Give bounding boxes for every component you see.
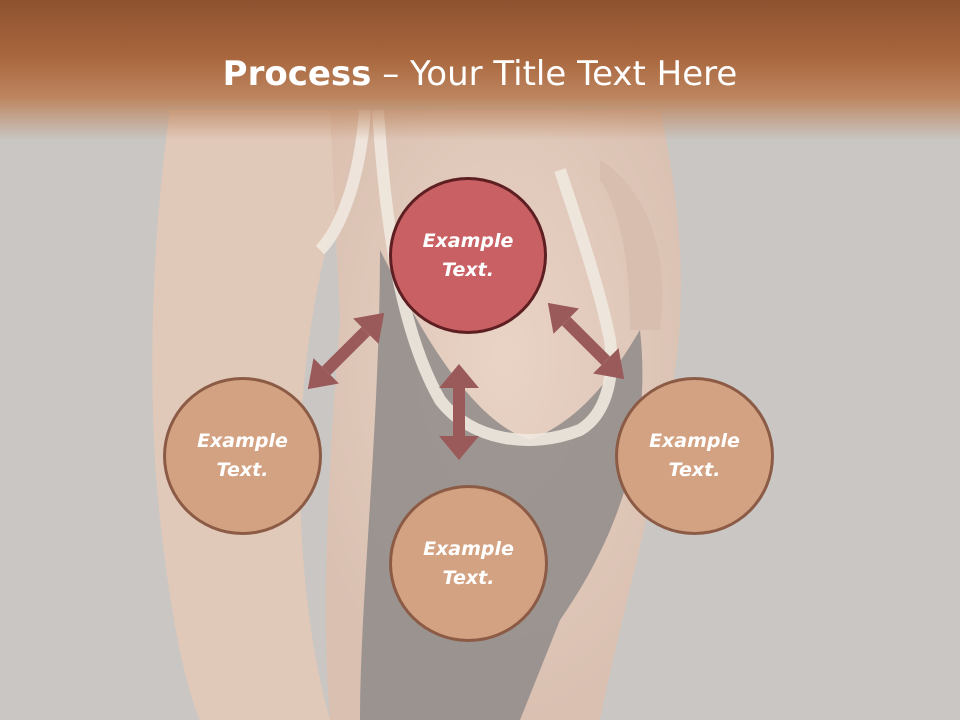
node-bottom-label: Example Text. (423, 537, 514, 589)
node-right-label: Example Text. (649, 430, 740, 481)
slide-title: Process – Your Title Text Here (0, 52, 960, 96)
title-bar (0, 0, 960, 140)
title-dash: – (371, 54, 411, 94)
node-center-label: Example Text. (422, 229, 514, 281)
title-strong: Process (222, 54, 372, 94)
node-left: Example Text. (163, 377, 322, 535)
node-right: Example Text. (615, 377, 774, 535)
node-left-label: Example Text. (197, 430, 288, 481)
node-bottom: Example Text. (389, 485, 548, 642)
node-center: Example Text. (389, 177, 547, 334)
title-rest: Your Title Text Here (410, 54, 738, 94)
